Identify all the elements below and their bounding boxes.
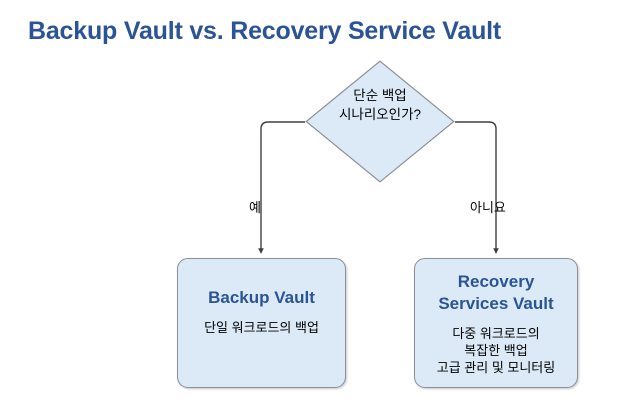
connector-no xyxy=(455,121,499,254)
backup-vault-title-line1: Backup Vault xyxy=(208,288,315,307)
recovery-services-vault-desc-line2: 복잡한 백업 xyxy=(464,342,528,358)
diamond-icon xyxy=(305,60,455,183)
recovery-services-vault-title-line2: Services Vault xyxy=(438,293,554,313)
decision-label: 단순 백업 시나리오인가? xyxy=(305,87,455,124)
connector-yes xyxy=(258,121,305,254)
decision-node[interactable]: 단순 백업 시나리오인가? xyxy=(305,60,455,183)
edge-label-yes: 예 xyxy=(249,200,261,215)
recovery-services-vault-title: Recovery Services Vault xyxy=(415,271,577,315)
outcome-box-backup-vault[interactable]: Backup Vault 단일 워크로드의 백업 xyxy=(177,258,346,388)
outcome-box-recovery-services-vault[interactable]: Recovery Services Vault 다중 워크로드의 복잡한 백업 … xyxy=(414,258,578,388)
backup-vault-title: Backup Vault xyxy=(178,287,345,309)
backup-vault-description: 단일 워크로드의 백업 xyxy=(178,319,345,336)
recovery-services-vault-desc-line1: 다중 워크로드의 xyxy=(452,325,540,341)
recovery-services-vault-title-line1: Recovery xyxy=(457,272,535,291)
page-title: Backup Vault vs. Recovery Service Vault xyxy=(28,17,502,45)
backup-vault-desc-line1: 단일 워크로드의 백업 xyxy=(204,319,319,335)
decision-label-line1: 단순 백업 xyxy=(353,88,407,103)
recovery-services-vault-desc-line3: 고급 관리 및 모니터링 xyxy=(436,360,556,376)
recovery-services-vault-description: 다중 워크로드의 복잡한 백업 고급 관리 및 모니터링 xyxy=(415,325,577,377)
decision-label-line2: 시나리오인가? xyxy=(338,106,422,122)
edge-label-no: 아니요 xyxy=(470,200,506,215)
